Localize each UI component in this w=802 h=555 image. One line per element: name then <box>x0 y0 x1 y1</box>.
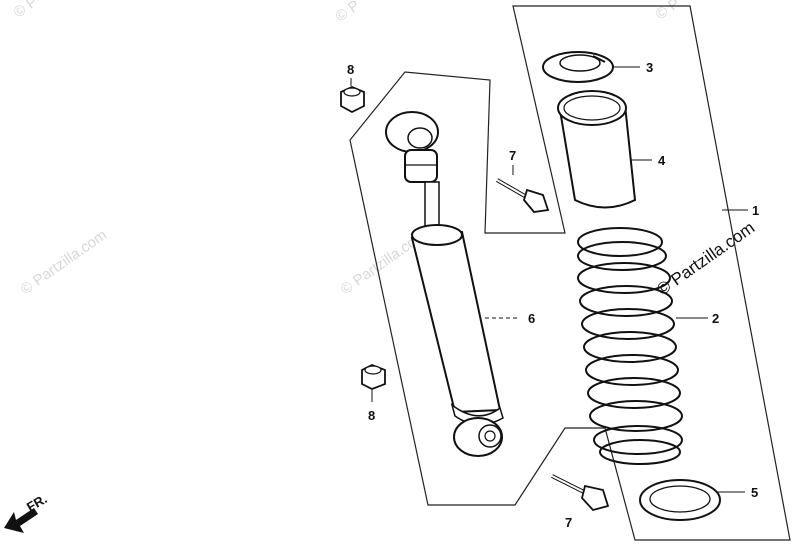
callout-8-bottom: 8 <box>368 408 375 423</box>
callout-4: 4 <box>658 153 666 168</box>
callout-7-bottom: 7 <box>565 515 572 530</box>
watermark-top-left: © P <box>11 0 41 21</box>
coil-spring <box>577 227 708 465</box>
callout-8-top: 8 <box>347 62 354 77</box>
callout-7-top: 7 <box>509 148 516 163</box>
watermark-top-middle: © P <box>333 0 363 25</box>
front-direction-indicator: FR. <box>4 491 50 533</box>
callout-6: 6 <box>528 311 535 326</box>
callout-5: 5 <box>751 485 758 500</box>
spring-seat-stopper <box>542 51 640 83</box>
bolt-bottom <box>551 474 610 512</box>
shock-absorber <box>385 111 520 457</box>
watermark-top-right: © P <box>653 0 683 23</box>
watermark-mid-left: © Partzilla.com <box>18 226 111 298</box>
bolt-top <box>496 165 550 213</box>
callout-3: 3 <box>646 60 653 75</box>
nut-bottom <box>361 364 386 402</box>
callout-1: 1 <box>752 203 759 218</box>
lower-spring-seat <box>639 479 745 521</box>
watermark-group: © P © P © P © Partzilla.com © Partzilla.… <box>11 0 759 299</box>
spring-cover-sleeve <box>557 90 652 209</box>
front-direction-label: FR. <box>24 491 50 514</box>
callout-2: 2 <box>712 311 719 326</box>
nut-top <box>340 78 365 114</box>
assembly-outline <box>349 5 791 541</box>
front-direction-arrow-icon <box>4 508 38 533</box>
